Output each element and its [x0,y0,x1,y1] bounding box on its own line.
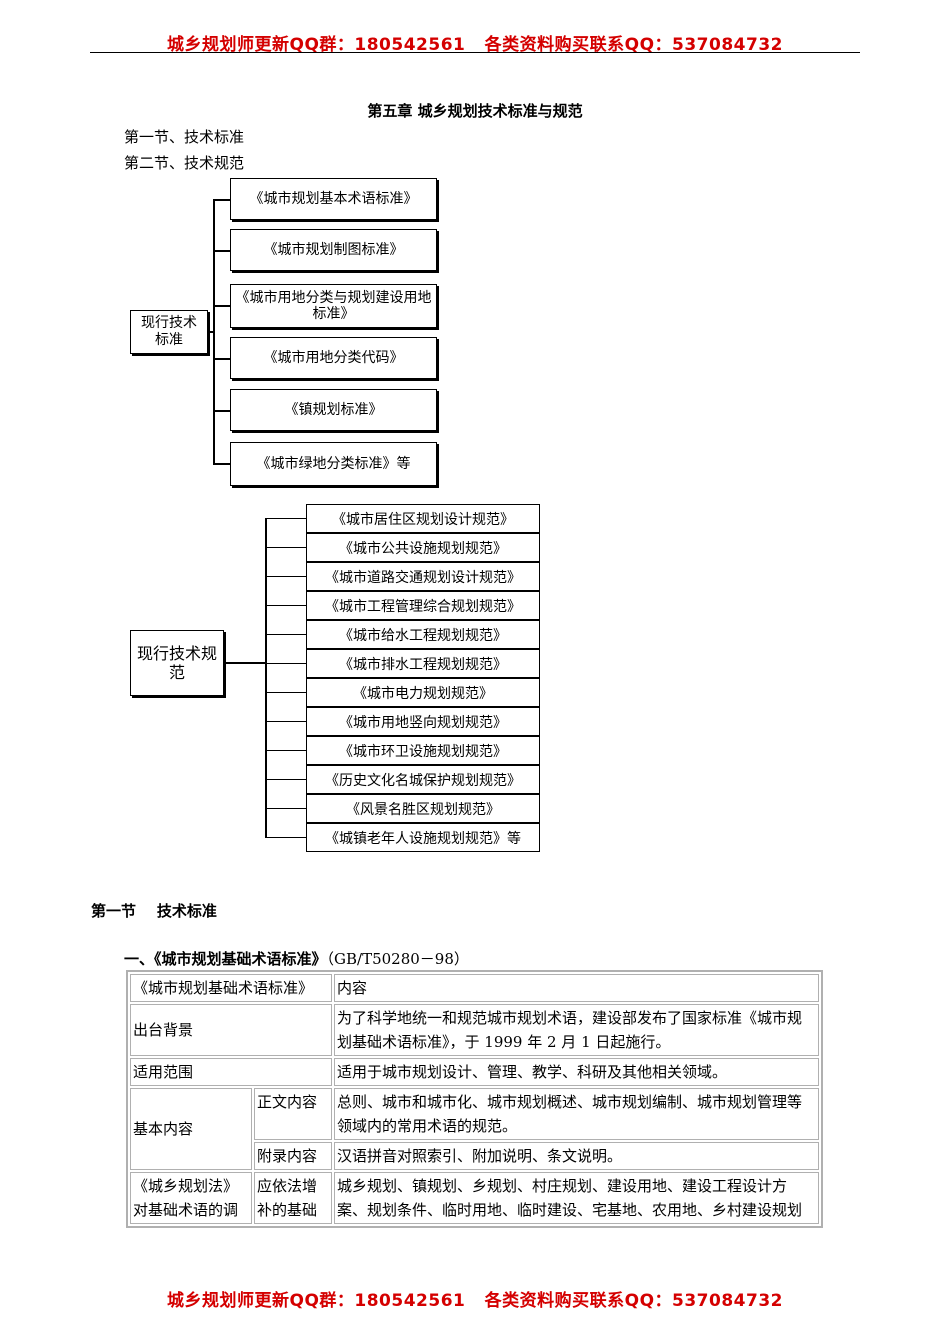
table-cell-sublabel: 正文内容 [254,1088,333,1140]
branch-line [265,634,306,635]
code-item: 《城市排水工程规划规范》 [306,649,540,678]
table-row: 《城乡规划法》对基础术语的调整 应依法增补的基础 城乡规划、镇规划、乡规划、村庄… [130,1172,820,1224]
branch-line [265,663,306,664]
code-item: 《历史文化名城保护规划规范》 [306,765,540,794]
table-row: 基本内容 正文内容 总则、城市和城市化、城市规划概述、城市规划编制、城市规划管理… [130,1088,820,1170]
branch-line [213,410,230,412]
code-item: 《城市居住区规划设计规范》 [306,504,540,533]
branch-line [265,779,306,780]
code-item: 《城市环卫设施规划规范》 [306,736,540,765]
subheading-code: （GB/T50280－98） [326,950,469,968]
branch-line [265,605,306,606]
branch-line [265,518,306,519]
standard-table: 《城市规划基础术语标准》 内容 出台背景 为了科学地统一和规范城市规划术语，建设… [126,970,824,1228]
section-line-1: 第一节、技术标准 [124,128,245,146]
branch-line [213,463,230,465]
branch-line [265,750,306,751]
table-cell-text: 适用于城市规划设计、管理、教学、科研及其他相关领域。 [334,1058,820,1086]
table-row: 适用范围 适用于城市规划设计、管理、教学、科研及其他相关领域。 [130,1058,820,1086]
code-item: 《风景名胜区规划规范》 [306,794,540,823]
branch-line [265,808,306,809]
table-cell-label: 基本内容 [130,1088,252,1170]
code-item: 《城市工程管理综合规划规范》 [306,591,540,620]
chapter-title: 第五章 城乡规划技术标准与规范 [367,102,583,120]
table-cell-text: 总则、城市和城市化、城市规划概述、城市规划编制、城市规划管理等领域内的常用术语的… [334,1088,820,1140]
table-header-cell: 内容 [334,974,820,1002]
standard-item: 《城市规划基本术语标准》 [230,178,437,220]
branch-line [213,358,230,360]
standard-item: 《城市绿地分类标准》等 [230,442,437,486]
table-cell-label: 出台背景 [130,1004,333,1056]
branch-line [265,692,306,693]
table-cell-text: 为了科学地统一和规范城市规划术语，建设部发布了国家标准《城市规划基础术语标准》，… [334,1004,820,1056]
table-row: 出台背景 为了科学地统一和规范城市规划术语，建设部发布了国家标准《城市规划基础术… [130,1004,820,1056]
table-cell-text: 城乡规划、镇规划、乡规划、村庄规划、建设用地、建设工程设计方案、规划条件、临时用… [337,1177,803,1219]
table-cell-sublabel: 附录内容 [254,1142,333,1170]
table-cell-sublabel: 应依法增补的基础 [257,1177,318,1219]
subheading: 一、《城市规划基础术语标准》（GB/T50280－98） [124,948,469,969]
standard-item: 《城市用地分类代码》 [230,337,437,379]
subheading-title: 一、《城市规划基础术语标准》 [124,950,327,968]
code-item: 《城市电力规划规范》 [306,678,540,707]
standard-item: 《镇规划标准》 [230,389,437,431]
codes-trunk [265,518,267,838]
table-row: 《城市规划基础术语标准》 内容 [130,974,820,1002]
code-item: 《城镇老年人设施规划规范》等 [306,823,540,852]
standards-connector [208,331,214,333]
code-item: 《城市用地竖向规划规范》 [306,707,540,736]
branch-line [265,837,306,838]
branch-line [213,199,230,201]
branch-line [265,721,306,722]
branch-line [265,576,306,577]
table-row: 附录内容 汉语拼音对照索引、附加说明、条文说明。 [130,1142,820,1170]
codes-connector [224,662,266,664]
header-banner: 城乡规划师更新QQ群：180542561 各类资料购买联系QQ：53708473… [167,35,783,55]
branch-line [213,250,230,252]
table-cell-label: 适用范围 [130,1058,333,1086]
standards-root-box: 现行技术标准 [130,310,208,354]
table-header-cell: 《城市规划基础术语标准》 [130,974,333,1002]
section-heading: 第一节 技术标准 [91,902,217,920]
table-cell-text: 汉语拼音对照索引、附加说明、条文说明。 [334,1142,820,1170]
header-rule [90,52,860,53]
codes-root-box: 现行技术规范 [130,630,224,696]
code-item: 《城市给水工程规划规范》 [306,620,540,649]
branch-line [265,547,306,548]
branch-line [213,305,230,307]
standard-item: 《城市规划制图标准》 [230,229,437,271]
code-item: 《城市道路交通规划设计规范》 [306,562,540,591]
standards-trunk [213,199,215,465]
standard-item: 《城市用地分类与规划建设用地标准》 [230,284,437,328]
section-line-2: 第二节、技术规范 [124,154,245,172]
footer-banner: 城乡规划师更新QQ群：180542561 各类资料购买联系QQ：53708473… [167,1291,783,1311]
code-item: 《城市公共设施规划规范》 [306,533,540,562]
table-cell-label: 《城乡规划法》对基础术语的调整 [133,1177,239,1219]
